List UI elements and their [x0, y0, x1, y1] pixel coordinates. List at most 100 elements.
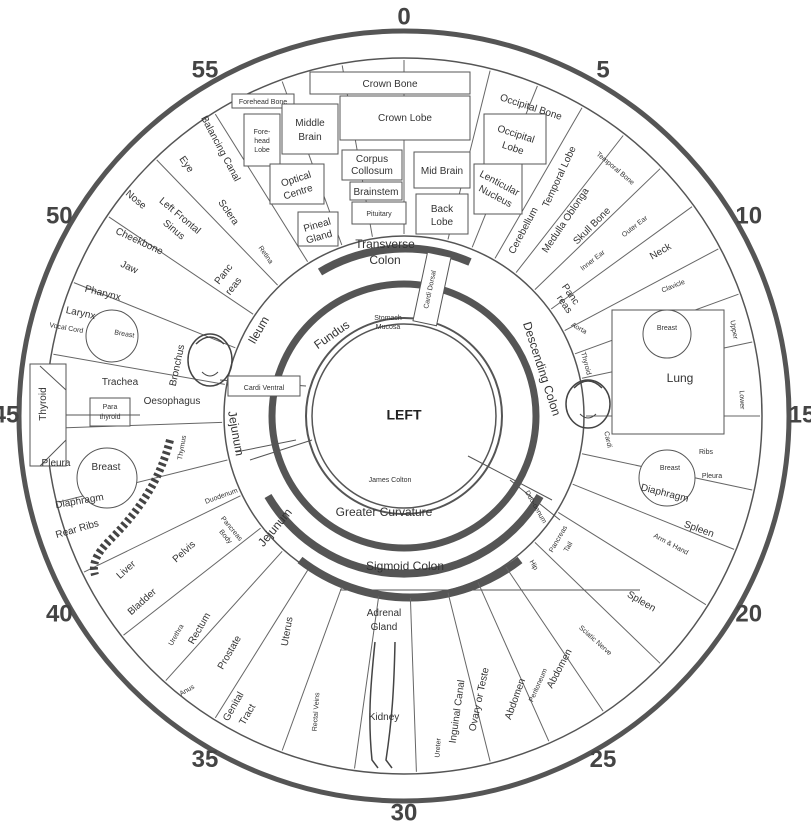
cardi-dorsal-box: [412, 251, 452, 327]
corpus-collosum-label-1: Corpus: [356, 154, 388, 165]
radial-divider: [515, 135, 624, 273]
pupil-outer: [305, 317, 503, 515]
pituitary-label: Pituitary: [366, 211, 392, 218]
breast-right-lower-label: Breast: [660, 465, 680, 472]
radial-divider: [83, 495, 241, 573]
back-lobe-label-2: Lobe: [431, 217, 454, 228]
back-lobe-box: [415, 193, 469, 235]
hip-label: Hip: [528, 559, 539, 572]
divider: [509, 479, 561, 521]
radial-divider: [447, 592, 491, 762]
fore-head-lobe-label-2: head: [254, 138, 270, 145]
pituitary-box: [351, 201, 407, 225]
lower-label: Lower: [738, 390, 746, 410]
radial-divider: [558, 511, 707, 606]
clock-number-55: 55: [192, 57, 219, 84]
center-label: LEFT: [387, 407, 422, 423]
breast-right-circle: [642, 309, 692, 359]
outer-ear-label: Outer Ear: [621, 214, 650, 239]
fore-head-lobe-label-1: Fore-: [254, 129, 271, 136]
transverse-colon-label-2: Colon: [369, 253, 400, 267]
bladder-label: Bladder: [126, 586, 159, 618]
breast-right-lower-circle: [638, 449, 696, 507]
middle-brain-box: [281, 103, 339, 155]
clock-number-50: 50: [46, 202, 73, 229]
uterus-label: Uterus: [280, 616, 296, 647]
cardi-ventral-box: [227, 375, 301, 397]
pleura-left-label: Pleura: [42, 458, 71, 469]
radial-divider: [564, 248, 719, 332]
radial-divider: [534, 542, 661, 664]
radial-divider: [165, 550, 283, 681]
abdomen-label-2: Abdomen: [503, 677, 528, 721]
clock-number-25: 25: [590, 746, 617, 773]
clock-number-40: 40: [46, 600, 73, 627]
illustrations: [39, 333, 611, 769]
clock-number-10: 10: [735, 202, 762, 229]
cardi-ventral-label: Cardi Ventral: [244, 385, 285, 392]
jaw-label: Jaw: [119, 259, 140, 277]
transverse-colon-label: Transverse: [355, 237, 415, 251]
collarette-ring: [268, 280, 540, 552]
breast-left-lower-label: Breast: [92, 462, 121, 473]
rings: [16, 28, 792, 804]
spleen-small-label: Spleen: [682, 519, 715, 540]
cheekbone-label: Cheekbone: [114, 226, 165, 258]
rectum-label: Rectum: [186, 611, 213, 646]
clock-number-45: 45: [0, 401, 19, 428]
radial-divider: [214, 113, 309, 262]
prostate-label: Prostate: [216, 633, 244, 671]
radial-divider: [108, 216, 254, 315]
oesophagus-label: Oesophagus: [144, 396, 201, 407]
ureter-label: Ureter: [434, 737, 442, 758]
duodenum-left-label: Duodenum: [204, 487, 239, 505]
cardi-right-label: Cardi: [602, 431, 612, 449]
ribs-label: Ribs: [699, 449, 714, 456]
arc-sigmoid: [297, 556, 523, 602]
radial-divider: [494, 107, 583, 259]
clock-number-20: 20: [735, 600, 762, 627]
ovary-teste-label: Ovary or Teste: [467, 666, 491, 732]
fore-head-lobe-box: [243, 113, 281, 167]
radial-divider: [53, 353, 225, 385]
parathyroid-label-2: thyroid: [99, 414, 120, 421]
radial-divider: [550, 206, 693, 310]
arm-hand-label: Arm & Hand: [652, 533, 689, 557]
radial-divider: [354, 596, 380, 769]
abdomen-label-1: Abdomen: [545, 647, 575, 690]
pupil-inner: [311, 323, 497, 509]
pelvis-label: Pelvis: [171, 539, 198, 565]
neck-label: Neck: [648, 241, 674, 262]
heart-right-illustration: [565, 379, 611, 429]
trachea-label: Trachea: [102, 377, 139, 388]
radial-divider: [214, 570, 309, 719]
divider: [249, 439, 313, 461]
sclera-label: Sclera: [215, 198, 241, 228]
retina-label: Retina: [257, 245, 274, 266]
james-colton-label: James Colton: [369, 477, 412, 484]
parathyroid-box: [89, 397, 131, 427]
pleura-right-label: Pleura: [702, 473, 722, 480]
trachea-fan: [39, 365, 140, 467]
stomach-label: Stomach: [374, 315, 402, 322]
corpus-collosum-box: [341, 149, 403, 181]
leg-illustration: [369, 641, 396, 769]
middle-brain-label-1: Middle: [295, 118, 325, 129]
mucosa-label: Mucosa: [376, 324, 401, 331]
intestine-arcs: [264, 244, 544, 602]
breast-left-lower-circle: [76, 447, 138, 509]
pharynx-label: Pharynx: [83, 284, 121, 304]
breast-right-label: Breast: [657, 325, 677, 332]
eye-label: Eye: [177, 154, 196, 175]
radial-divider: [48, 421, 223, 429]
vocal-cord-label: Vocal Cord: [49, 322, 84, 335]
rectal-veins-label: Rectal Veins: [312, 692, 322, 732]
clock-number-0: 0: [397, 3, 410, 30]
optical-centre-box: [269, 163, 325, 205]
spleen-large-label: Spleen: [625, 589, 657, 614]
pineal-gland-box: [297, 211, 339, 247]
radial-divider: [477, 582, 550, 742]
inguinal-canal-label: Inguinal Canal: [448, 679, 468, 744]
radial-divider: [572, 483, 735, 550]
